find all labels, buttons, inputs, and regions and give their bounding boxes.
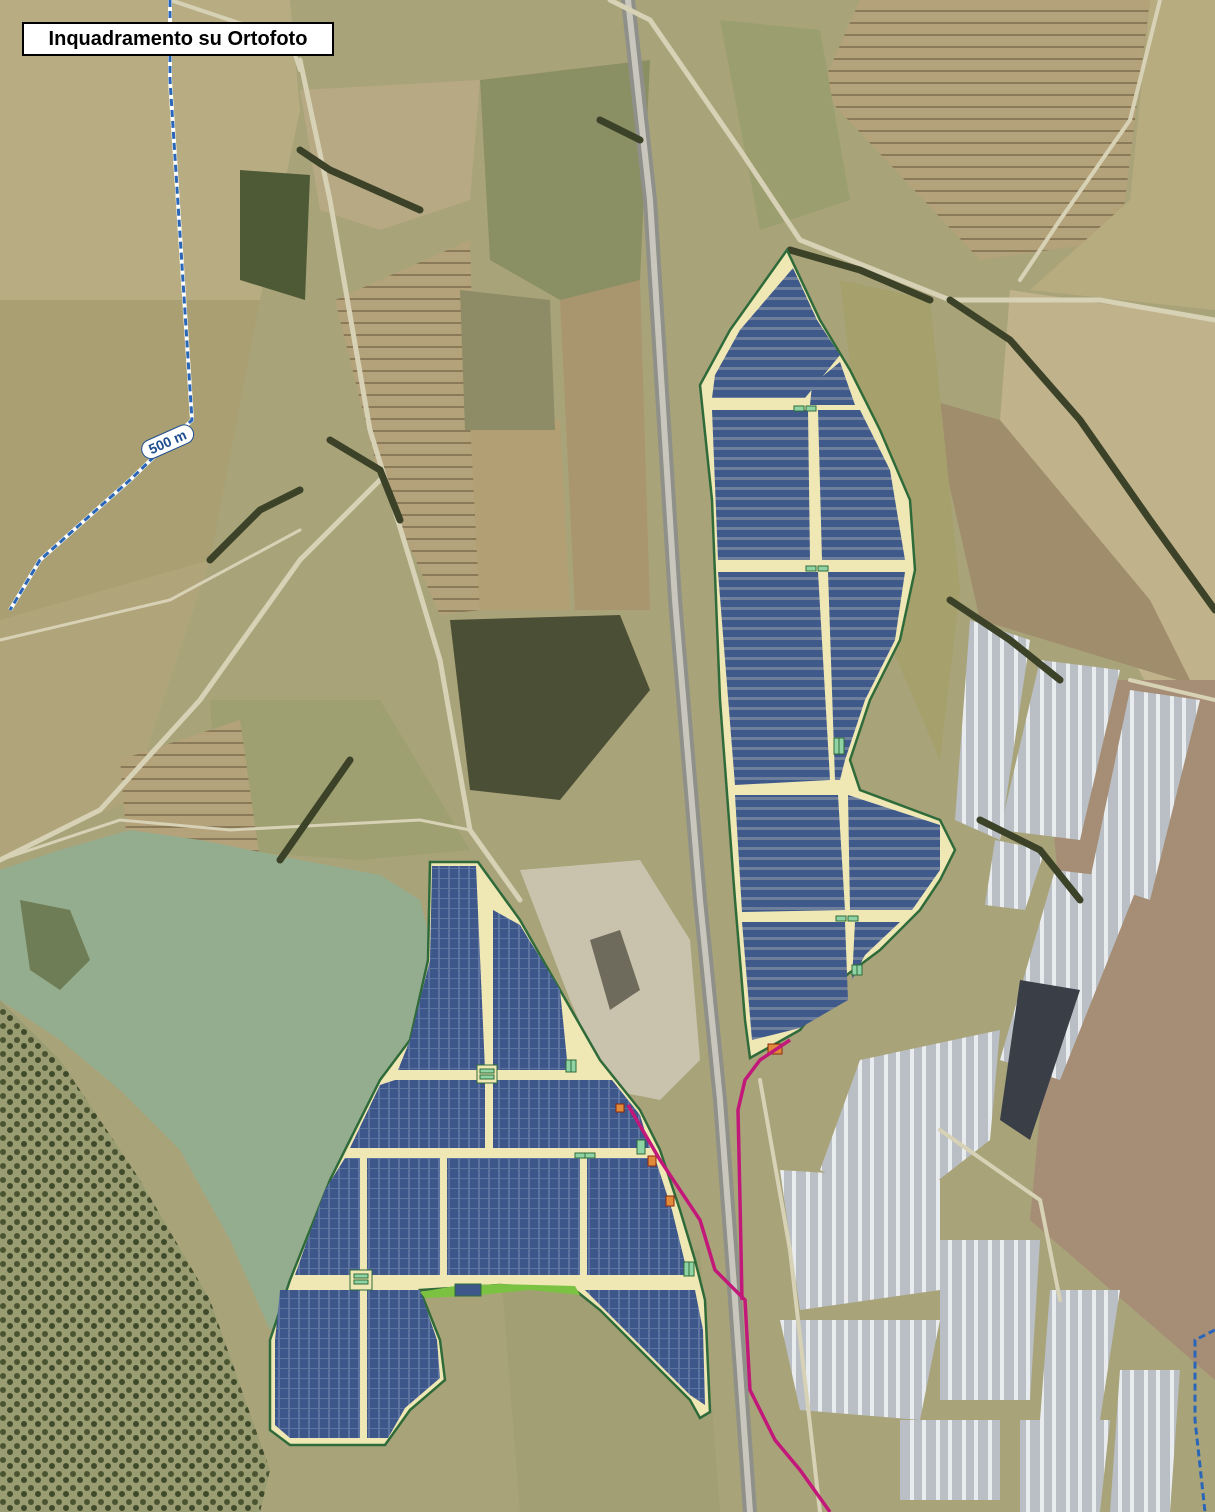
panel-block-n8 xyxy=(848,795,940,910)
solar-plant-south[interactable] xyxy=(268,860,783,1447)
panel-block-s2 xyxy=(493,910,568,1070)
solar-plant-north[interactable] xyxy=(698,247,957,1060)
quarry-plant xyxy=(590,930,640,1010)
panel-block-s10 xyxy=(367,1290,440,1438)
cable-route-north xyxy=(736,1038,791,1301)
panel-block-s11 xyxy=(585,1290,705,1405)
panel-block-n10 xyxy=(852,922,900,980)
panel-block-s4 xyxy=(493,1080,650,1148)
substation-icon xyxy=(454,1283,482,1297)
panel-block-s1 xyxy=(398,866,485,1070)
greenhouse-complex xyxy=(780,620,1200,1512)
panel-block-s6 xyxy=(367,1158,440,1275)
tree-rows xyxy=(206,116,1215,904)
map-title: Inquadramento su Ortofoto xyxy=(48,27,308,50)
map-title-box: Inquadramento su Ortofoto xyxy=(22,22,334,56)
panel-block-n3 xyxy=(712,410,810,560)
woodland-area xyxy=(0,1000,270,1512)
panel-block-s9 xyxy=(275,1290,360,1438)
panel-block-s7 xyxy=(447,1158,580,1275)
inverter-cabin-icon xyxy=(793,405,863,976)
cable-route-south xyxy=(626,1104,832,1512)
panel-block-n2 xyxy=(810,362,855,405)
panel-block-n5 xyxy=(718,572,830,785)
panel-block-n1 xyxy=(712,268,840,398)
tree-cluster xyxy=(240,170,310,300)
panel-block-s8 xyxy=(587,1158,688,1275)
panel-block-s3 xyxy=(350,1080,485,1148)
lake xyxy=(0,830,440,1330)
wetland-area xyxy=(450,615,650,800)
panel-block-n9 xyxy=(742,922,848,1040)
buffer-500m-line-east xyxy=(1193,1328,1215,1512)
panel-block-n7 xyxy=(735,795,845,912)
panel-block-s5 xyxy=(295,1158,360,1275)
panel-block-n4 xyxy=(818,410,905,560)
panel-block-n6 xyxy=(828,572,905,780)
lake-island xyxy=(20,900,90,990)
inverter-cabin-icon xyxy=(349,1059,695,1291)
